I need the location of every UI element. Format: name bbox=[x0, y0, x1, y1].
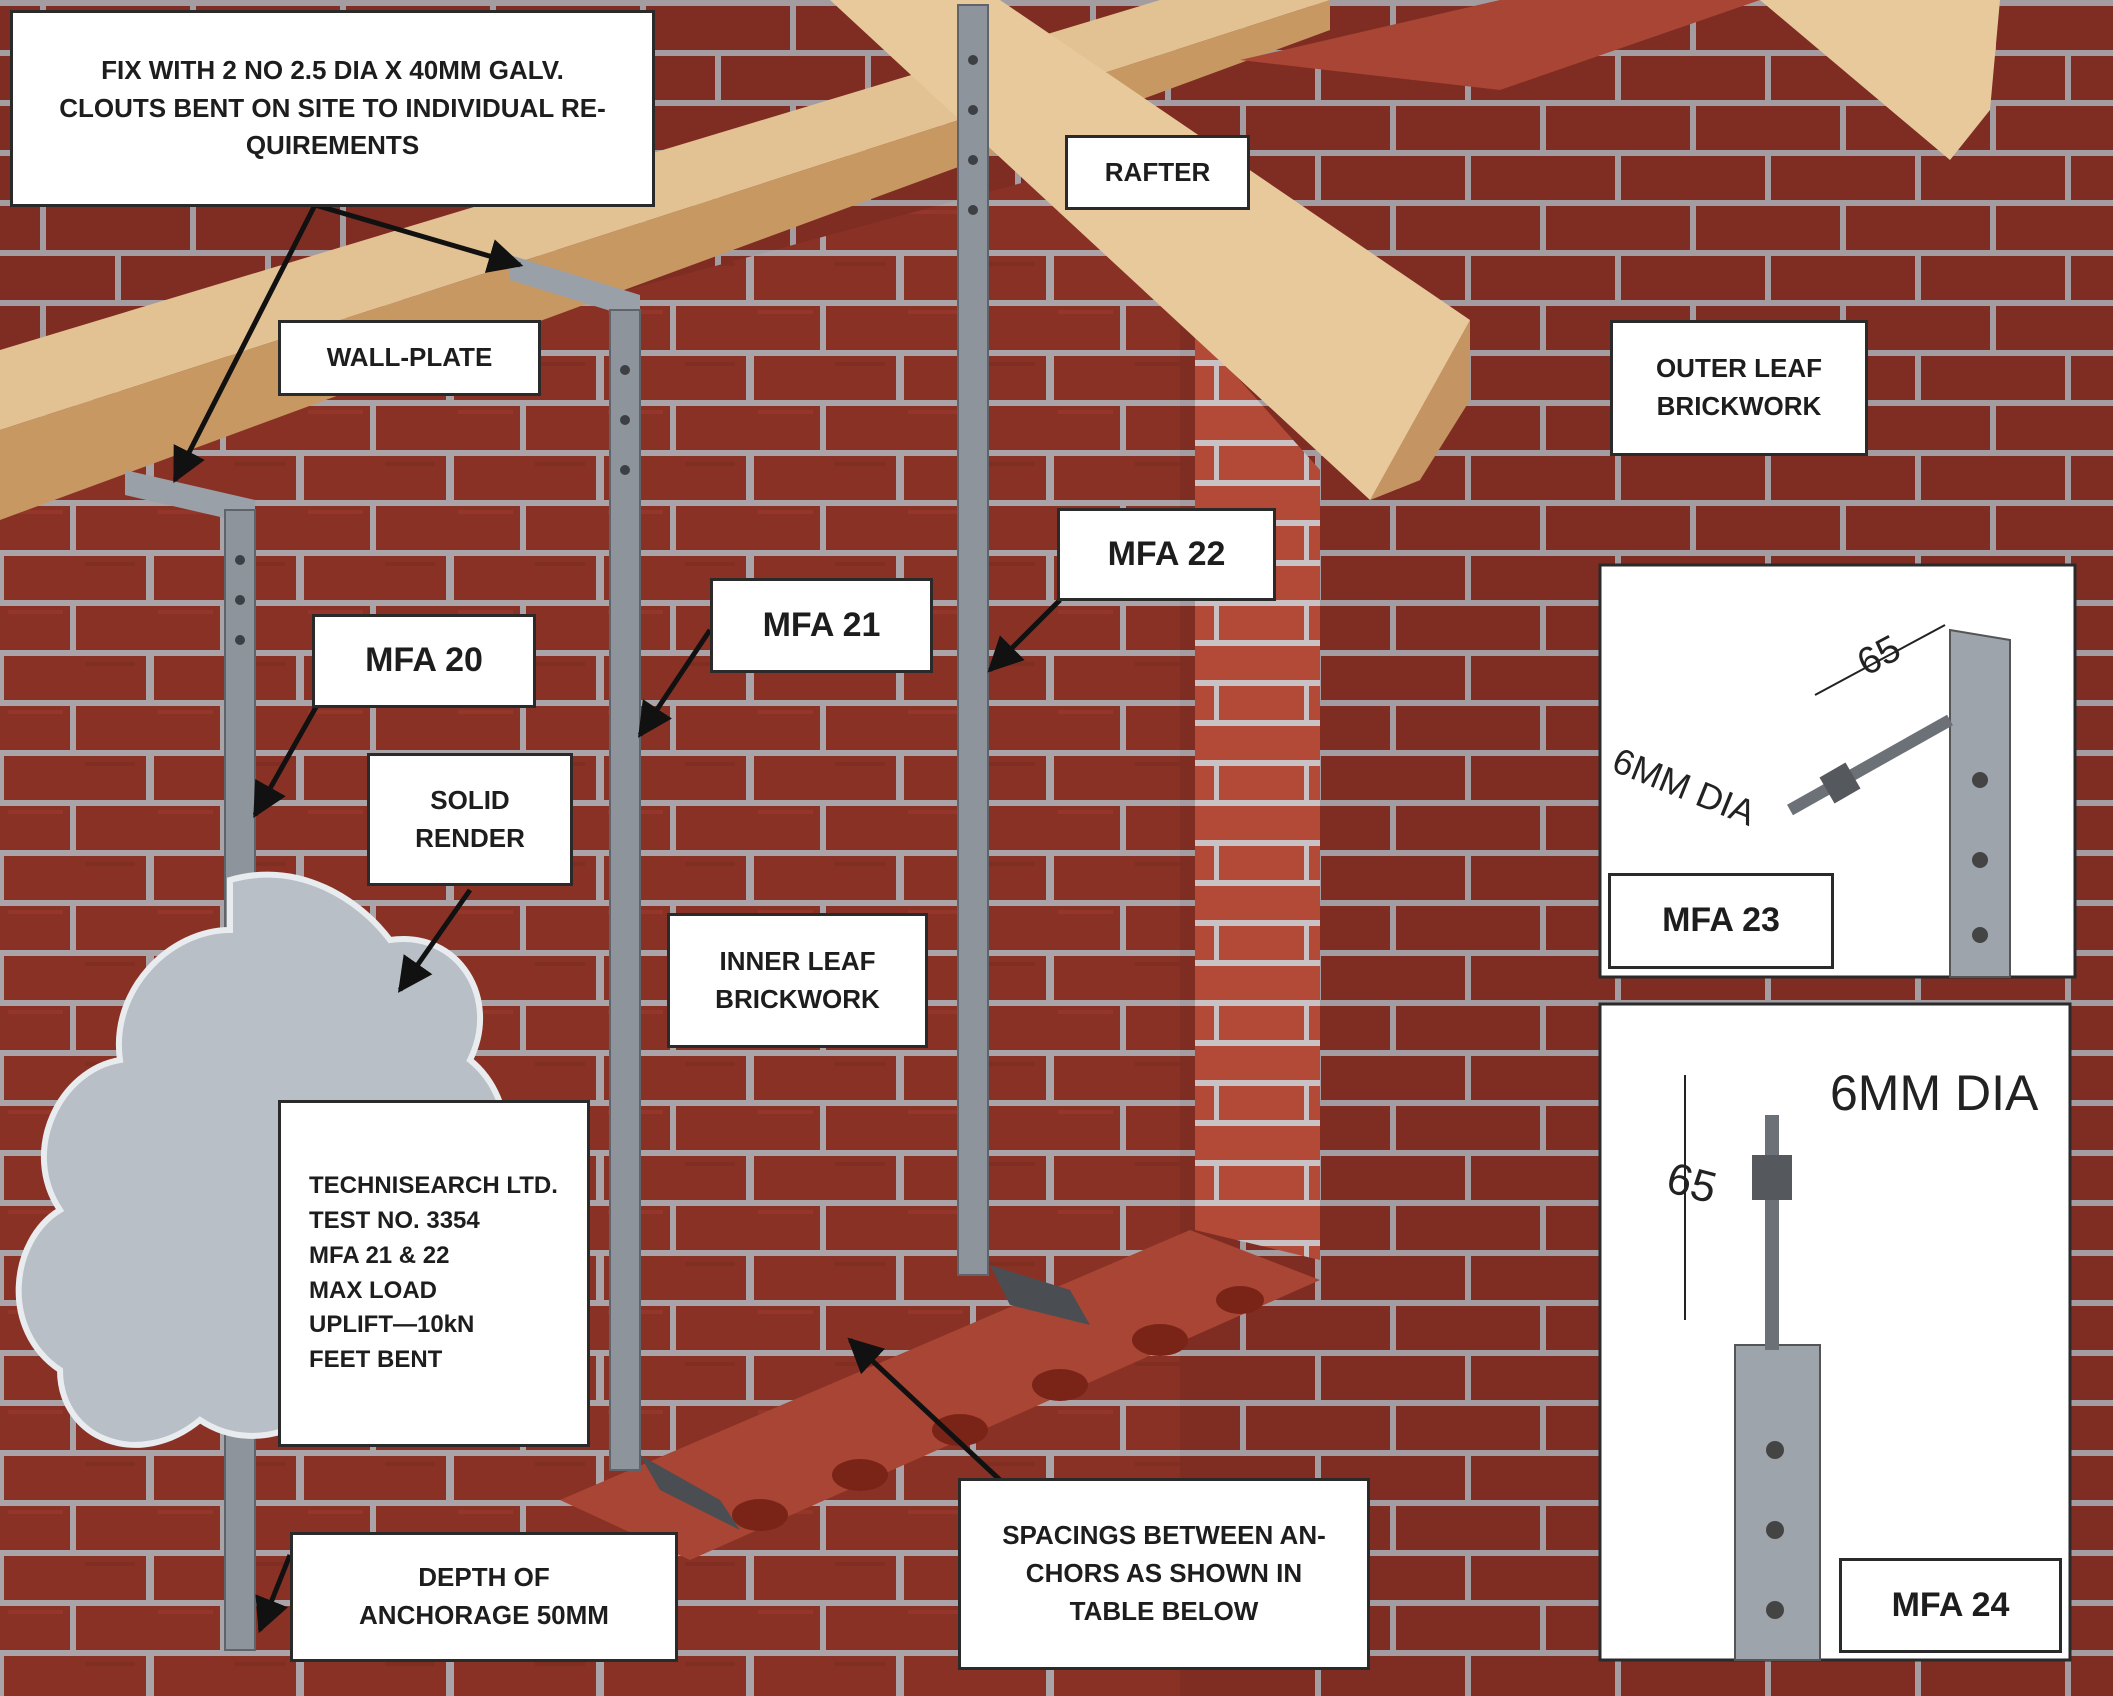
rafter-timber-end bbox=[1370, 320, 1470, 500]
inner-leaf-label: INNER LEAF BRICKWORK bbox=[667, 913, 928, 1048]
mfa23-title-label: MFA 23 bbox=[1608, 873, 1834, 969]
mfa21-strap bbox=[510, 255, 740, 1530]
brick-reveal bbox=[1195, 330, 1320, 1260]
mfa22-strap bbox=[957, 4, 1090, 1325]
rafter-label: RAFTER bbox=[1065, 135, 1250, 210]
depth-label: DEPTH OF ANCHORAGE 50MM bbox=[290, 1532, 678, 1662]
spacings-label: SPACINGS BETWEEN AN- CHORS AS SHOWN IN T… bbox=[958, 1478, 1370, 1670]
fix-note-label: FIX WITH 2 NO 2.5 DIA X 40MM GALV. CLOUT… bbox=[10, 10, 655, 207]
leader-arrows bbox=[172, 202, 1062, 1634]
mfa23-nut bbox=[1819, 762, 1861, 804]
wall-plate-label: WALL-PLATE bbox=[278, 320, 541, 396]
sill-course bbox=[560, 1230, 1320, 1560]
solid-render-label: SOLID RENDER bbox=[367, 753, 573, 886]
mfa22-label: MFA 22 bbox=[1057, 508, 1276, 601]
mfa24-dia-label: 6MM DIA bbox=[1830, 1065, 2039, 1121]
top-brick-course bbox=[1240, 0, 1760, 90]
mfa24-inset: 65 6MM DIA bbox=[1598, 1002, 2072, 1662]
test-note-label: TECHNISEARCH LTD. TEST NO. 3354 MFA 21 &… bbox=[278, 1100, 590, 1447]
mfa23-plate bbox=[1949, 628, 2011, 978]
mfa24-title-label: MFA 24 bbox=[1839, 1558, 2062, 1653]
outer-leaf-label: OUTER LEAF BRICKWORK bbox=[1610, 320, 1868, 456]
rafter-timber bbox=[830, 0, 1470, 500]
mfa24-nut bbox=[1752, 1155, 1792, 1200]
rafter-timber-2 bbox=[1760, 0, 2000, 160]
mfa21-label: MFA 21 bbox=[710, 578, 933, 673]
mfa24-rod bbox=[1765, 1115, 1779, 1350]
sill-holes bbox=[732, 1286, 1264, 1531]
mfa23-rod bbox=[1787, 714, 1953, 816]
mfa20-label: MFA 20 bbox=[312, 614, 536, 708]
